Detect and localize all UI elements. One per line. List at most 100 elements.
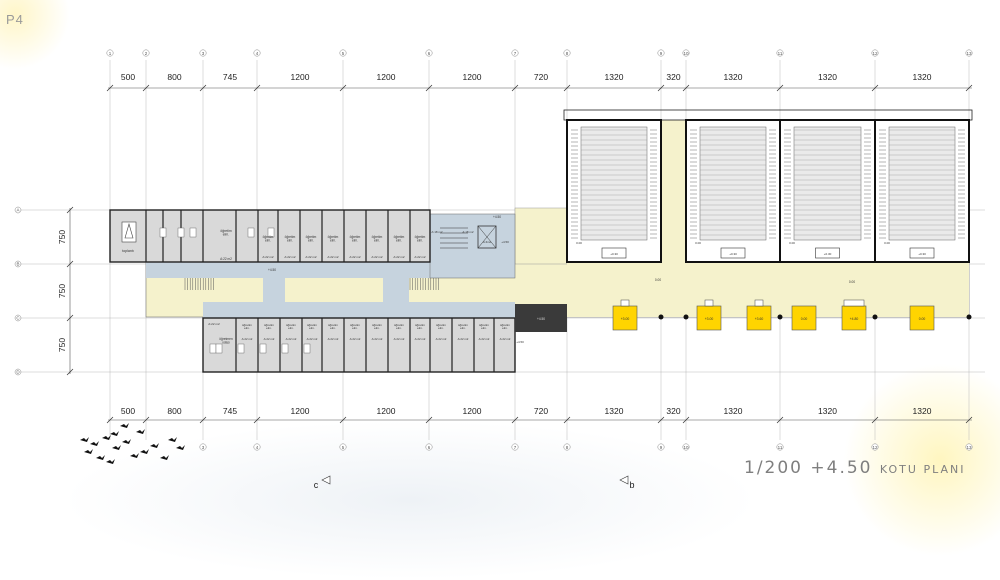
dim-value-bottom: 1200 bbox=[463, 406, 482, 416]
dim-value-bottom: 720 bbox=[534, 406, 548, 416]
bird-silhouette bbox=[110, 431, 119, 436]
bird-silhouette bbox=[160, 455, 169, 460]
dim-value-left: 750 bbox=[57, 284, 67, 298]
level-label: +0.30 bbox=[729, 252, 737, 256]
bird-silhouette bbox=[80, 437, 89, 442]
grid-label-top-12: 12 bbox=[872, 51, 878, 56]
dim-value-left: 750 bbox=[57, 338, 67, 352]
level-label: +4.50 bbox=[501, 240, 509, 244]
dim-value-top: 1320 bbox=[724, 72, 743, 82]
seating-block bbox=[888, 126, 956, 241]
room-area-label-4: A:4m2 bbox=[483, 240, 492, 244]
grid-bubble-top-12 bbox=[871, 49, 879, 57]
yellow-core-1 bbox=[612, 305, 638, 331]
dim-tick bbox=[511, 84, 519, 92]
hall-lower bbox=[203, 302, 515, 318]
core-stair bbox=[704, 299, 714, 307]
stage-box bbox=[601, 247, 627, 259]
column-dot bbox=[966, 314, 972, 320]
room-area-label: A:22 m2 bbox=[350, 337, 361, 341]
level-label: +4.50 bbox=[516, 340, 524, 344]
core-level-label: +3.60 bbox=[755, 317, 764, 321]
grid-label-bottom-4: 4 bbox=[256, 445, 259, 450]
grid-label-row-B: B bbox=[16, 262, 19, 267]
dim-tick bbox=[776, 84, 784, 92]
grid-bubble-top-3 bbox=[199, 49, 207, 57]
room-area-label: A:22 m2 bbox=[349, 255, 361, 259]
grid-label-top-2: 2 bbox=[145, 51, 148, 56]
grid-label-top-9: 9 bbox=[660, 51, 663, 56]
grid-bubble-bottom-9 bbox=[657, 443, 665, 451]
room-area-label: A:22 m2 bbox=[414, 255, 426, 259]
dim-tick bbox=[871, 416, 879, 424]
bird-silhouette bbox=[90, 441, 99, 446]
room-area-label: A:22 m2 bbox=[393, 255, 405, 259]
room-area-label: A:22 m2 bbox=[372, 337, 383, 341]
seating-block bbox=[793, 126, 862, 241]
dim-value-top: 1320 bbox=[818, 72, 837, 82]
dim-tick bbox=[563, 84, 571, 92]
grid-label-top-6: 6 bbox=[428, 51, 431, 56]
hall-connector-1 bbox=[263, 276, 285, 306]
room-area-label: A:22 m2 bbox=[242, 337, 253, 341]
dim-value-top: 1200 bbox=[291, 72, 310, 82]
dim-value-top: 745 bbox=[223, 72, 237, 82]
dim-tick bbox=[66, 260, 74, 268]
core-stair bbox=[754, 299, 764, 307]
core-level-label: +4.80 bbox=[850, 317, 859, 321]
grid-bubble-bottom-7 bbox=[511, 443, 519, 451]
grid-bubble-top-4 bbox=[253, 49, 261, 57]
dim-tick bbox=[66, 206, 74, 214]
grid-bubble-top-1 bbox=[106, 49, 114, 57]
plan-name: KOTU PLANI bbox=[879, 463, 966, 476]
grid-label-top-4: 4 bbox=[256, 51, 259, 56]
room-area-label: A:22 m2 bbox=[500, 337, 511, 341]
plan-title: 1/200 +4.50 KOTU PLANI bbox=[744, 458, 965, 478]
desk bbox=[281, 343, 289, 354]
bird-silhouette bbox=[120, 423, 129, 428]
yellow-core-5 bbox=[841, 305, 867, 331]
plan-scale: 1/200 +4.50 bbox=[744, 458, 873, 478]
room-area-label: A:22 m2 bbox=[327, 255, 339, 259]
dim-value-bottom: 500 bbox=[121, 406, 135, 416]
level-label: +0.30 bbox=[824, 252, 832, 256]
yellow-core-6 bbox=[909, 305, 935, 331]
stage-box bbox=[720, 247, 746, 259]
bird-silhouette bbox=[102, 435, 111, 440]
grid-bubble-top-2 bbox=[142, 49, 150, 57]
room-area-label: A:22 m2 bbox=[286, 337, 297, 341]
yellow-core-3 bbox=[746, 305, 772, 331]
grid-label-top-7: 7 bbox=[514, 51, 517, 56]
grid-bubble-bottom-4 bbox=[253, 443, 261, 451]
core-level-label: 0.00 bbox=[801, 317, 808, 321]
dim-value-bottom: 320 bbox=[666, 406, 680, 416]
grid-label-row-D: D bbox=[16, 370, 20, 375]
stair-core bbox=[429, 213, 516, 279]
grid-label-bottom-3: 3 bbox=[202, 445, 205, 450]
grid-label-top-5: 5 bbox=[342, 51, 345, 56]
room-area-label: A:22 m2 bbox=[262, 255, 274, 259]
dim-tick bbox=[965, 84, 973, 92]
core-level-label: +3.00 bbox=[621, 317, 630, 321]
dim-value-bottom: 1320 bbox=[913, 406, 932, 416]
dim-tick bbox=[106, 416, 114, 424]
room-area-label: A:22 m2 bbox=[220, 257, 232, 261]
level-label: 0.00 bbox=[884, 241, 890, 245]
dim-tick bbox=[563, 416, 571, 424]
bird-silhouette bbox=[122, 439, 131, 444]
grid-bubble-bottom-8 bbox=[563, 443, 571, 451]
grid-label-bottom-5: 5 bbox=[342, 445, 345, 450]
grid-bubble-bottom-10 bbox=[682, 443, 690, 451]
column-dot bbox=[777, 314, 783, 320]
grid-bubble-bottom-12 bbox=[871, 443, 879, 451]
dim-value-top: 1200 bbox=[463, 72, 482, 82]
level-label: 0.00 bbox=[655, 278, 661, 282]
